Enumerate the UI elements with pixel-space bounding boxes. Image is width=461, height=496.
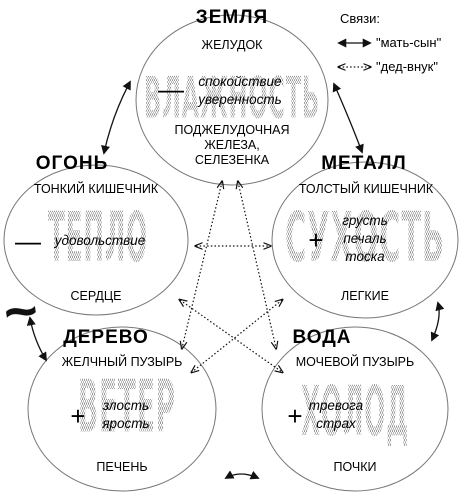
wood-organ-bottom: ПЕЧЕНЬ	[96, 460, 147, 474]
water-quality: ХОЛОД	[301, 371, 409, 451]
water-emotion: страх	[316, 416, 357, 431]
water-sign: +	[287, 401, 302, 431]
water-circle	[261, 326, 449, 492]
earth-sign: —	[158, 74, 184, 104]
earth-quality: ВЛАЖНОСТЬ	[144, 65, 320, 131]
metal-element: МЕТАЛЛ ТОЛСТЫЙ КИШЕЧНИК + грусть печаль …	[299, 153, 434, 303]
metal-emotion: тоска	[345, 249, 385, 264]
wood-title: ДЕРЕВО	[63, 327, 149, 348]
legend: Связи: "мать-сын" "дед-внук"	[337, 11, 442, 74]
legend-title: Связи:	[340, 11, 380, 26]
grand-arrows	[180, 182, 282, 372]
metal-organ-bottom: ЛЕГКИЕ	[341, 289, 389, 303]
legend-grand: "дед-внук"	[376, 59, 438, 74]
wood-organ-top: ЖЕЛЧНЫЙ ПУЗЫРЬ	[62, 354, 183, 369]
water-organ-bottom: ПОЧКИ	[333, 460, 376, 474]
earth-emotion: уверенность	[197, 92, 282, 107]
fire-element: ОГОНЬ ТОНКИЙ КИШЕЧНИК — удовольствие СЕР…	[15, 153, 159, 303]
metal-organ-top: ТОЛСТЫЙ КИШЕЧНИК	[299, 181, 434, 196]
dotted-earth-water	[238, 182, 276, 348]
circles	[3, 14, 459, 492]
mother-son-arrows	[26, 80, 445, 480]
arrow-fire-earth	[101, 80, 131, 155]
earth-emotion: спокойствие	[198, 74, 281, 89]
metal-title: МЕТАЛЛ	[321, 153, 407, 174]
fire-emotion: удовольствие	[54, 233, 145, 248]
metal-emotion: грусть	[342, 213, 388, 228]
metal-quality: СУХОСТЬ	[285, 197, 445, 277]
arrow-earth-metal	[332, 82, 364, 154]
arrow-metal-water	[430, 301, 445, 342]
dotted-metal-wood	[192, 300, 282, 372]
water-title: ВОДА	[292, 327, 351, 348]
fire-organ-bottom: СЕРДЦЕ	[71, 289, 122, 303]
arrow-wood-fire	[26, 316, 47, 362]
legend-mother-son: "мать-сын"	[376, 35, 442, 50]
earth-circle	[135, 14, 329, 186]
earth-organ-bottom: СЕЛЕЗЕНКА	[195, 153, 270, 167]
wood-quality: ВЕТЕР	[78, 366, 176, 450]
metal-emotion: печаль	[343, 231, 386, 246]
fire-title: ОГОНЬ	[36, 153, 108, 174]
wood-emotion: ярость	[101, 416, 149, 431]
metal-sign: +	[308, 225, 323, 255]
water-element: ВОДА МОЧЕВОЙ ПУЗЫРЬ + тревога страх ПОЧК…	[287, 327, 414, 474]
earth-organ-bottom: ЖЕЛЕЗА,	[204, 138, 260, 152]
earth-title: ЗЕМЛЯ	[196, 7, 268, 28]
fire-organ-top: ТОНКИЙ КИШЕЧНИК	[34, 181, 159, 196]
wood-emotion: злость	[102, 398, 149, 413]
wood-element: ДЕРЕВО ЖЕЛЧНЫЙ ПУЗЫРЬ + злость ярость ПЕ…	[62, 327, 183, 474]
quality-words: ВЛАЖНОСТЬ ТЕПЛО СУХОСТЬ ВЕТЕР ХОЛОД	[48, 65, 445, 452]
arrow-water-wood	[224, 470, 260, 480]
earth-element: ЗЕМЛЯ ЖЕЛУДОК — спокойствие уверенность …	[158, 7, 290, 167]
fire-quality: ТЕПЛО	[48, 197, 148, 277]
water-organ-top: МОЧЕВОЙ ПУЗЫРЬ	[296, 354, 414, 369]
water-emotion: тревога	[309, 398, 364, 413]
earth-organ-top: ЖЕЛУДОК	[202, 38, 264, 52]
wood-sign: +	[70, 401, 85, 431]
fire-sign: —	[15, 226, 41, 256]
earth-organ-bottom: ПОДЖЕЛУДОЧНАЯ	[175, 123, 290, 137]
dotted-earth-wood	[182, 182, 222, 348]
wood-circle	[27, 326, 217, 492]
